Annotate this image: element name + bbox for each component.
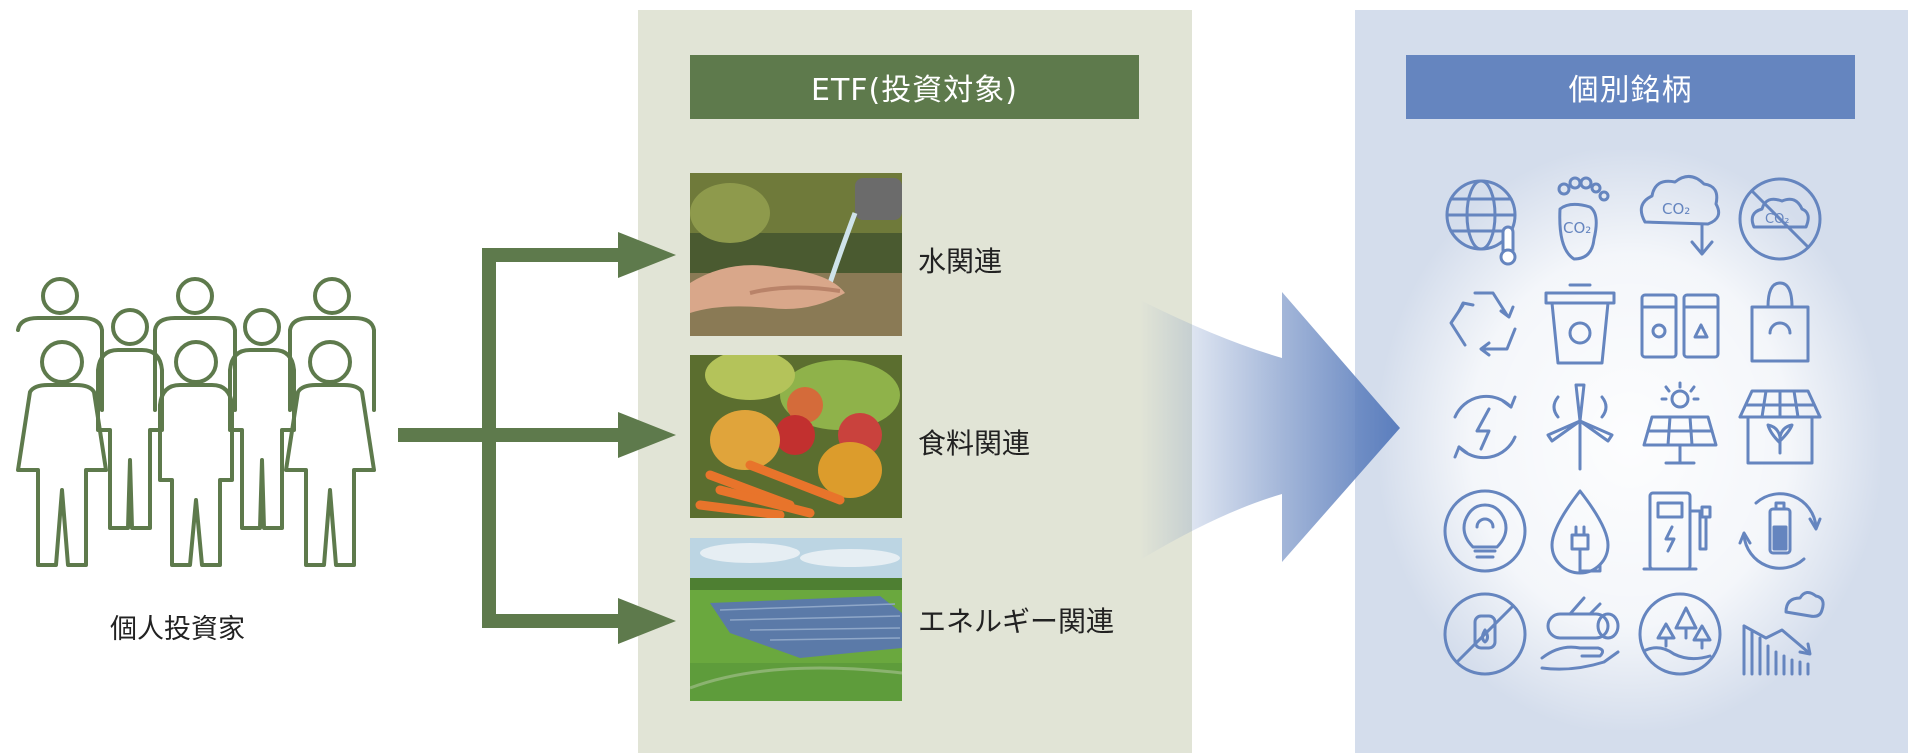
reusable-bag-icon [1750,281,1810,363]
wind-turbine-icon [1546,383,1614,471]
sorting-bins-icon [1640,293,1720,359]
declining-emissions-icon [1742,591,1825,676]
category-label-energy: エネルギー関連 [918,605,1115,638]
water-power-plug-icon [1550,489,1610,575]
stock-header: 個別銘柄 [1406,55,1855,119]
ev-charger-icon [1642,491,1712,571]
battery-cycle-icon [1738,492,1822,570]
branch-arrows [398,232,676,644]
earth-forest-icon [1638,592,1722,676]
recycle-bin-icon [1544,283,1616,365]
etf-header: ETF(投資対象) [690,55,1139,119]
wood-hand-icon [1540,596,1620,671]
water-photo [690,173,902,336]
solar-panel-icon [1642,381,1718,465]
svg-text:CO₂: CO₂ [1765,212,1790,227]
globe-thermometer-icon [1445,179,1517,266]
svg-text:CO₂: CO₂ [1662,200,1690,218]
energy-photo [690,538,902,701]
recycle-icon [1449,291,1517,357]
renewable-energy-icon [1453,394,1517,460]
green-house-icon [1738,389,1822,465]
carbon-footprint-icon: CO₂ [1557,176,1610,261]
co2-reduction-icon: CO₂ [1639,175,1721,256]
investor-label: 個人投資家 [110,614,245,645]
icon-glow [1380,150,1880,730]
no-co2-icon: CO₂ [1738,177,1822,261]
category-label-water: 水関連 [918,245,1003,278]
eco-bulb-icon [1443,489,1527,573]
no-oil-icon [1443,592,1527,676]
big-arrow [1140,292,1400,562]
category-label-food: 食料関連 [918,427,1031,460]
investor-crowd-icon [16,277,376,567]
food-photo [690,355,902,518]
svg-text:CO₂: CO₂ [1563,219,1591,237]
